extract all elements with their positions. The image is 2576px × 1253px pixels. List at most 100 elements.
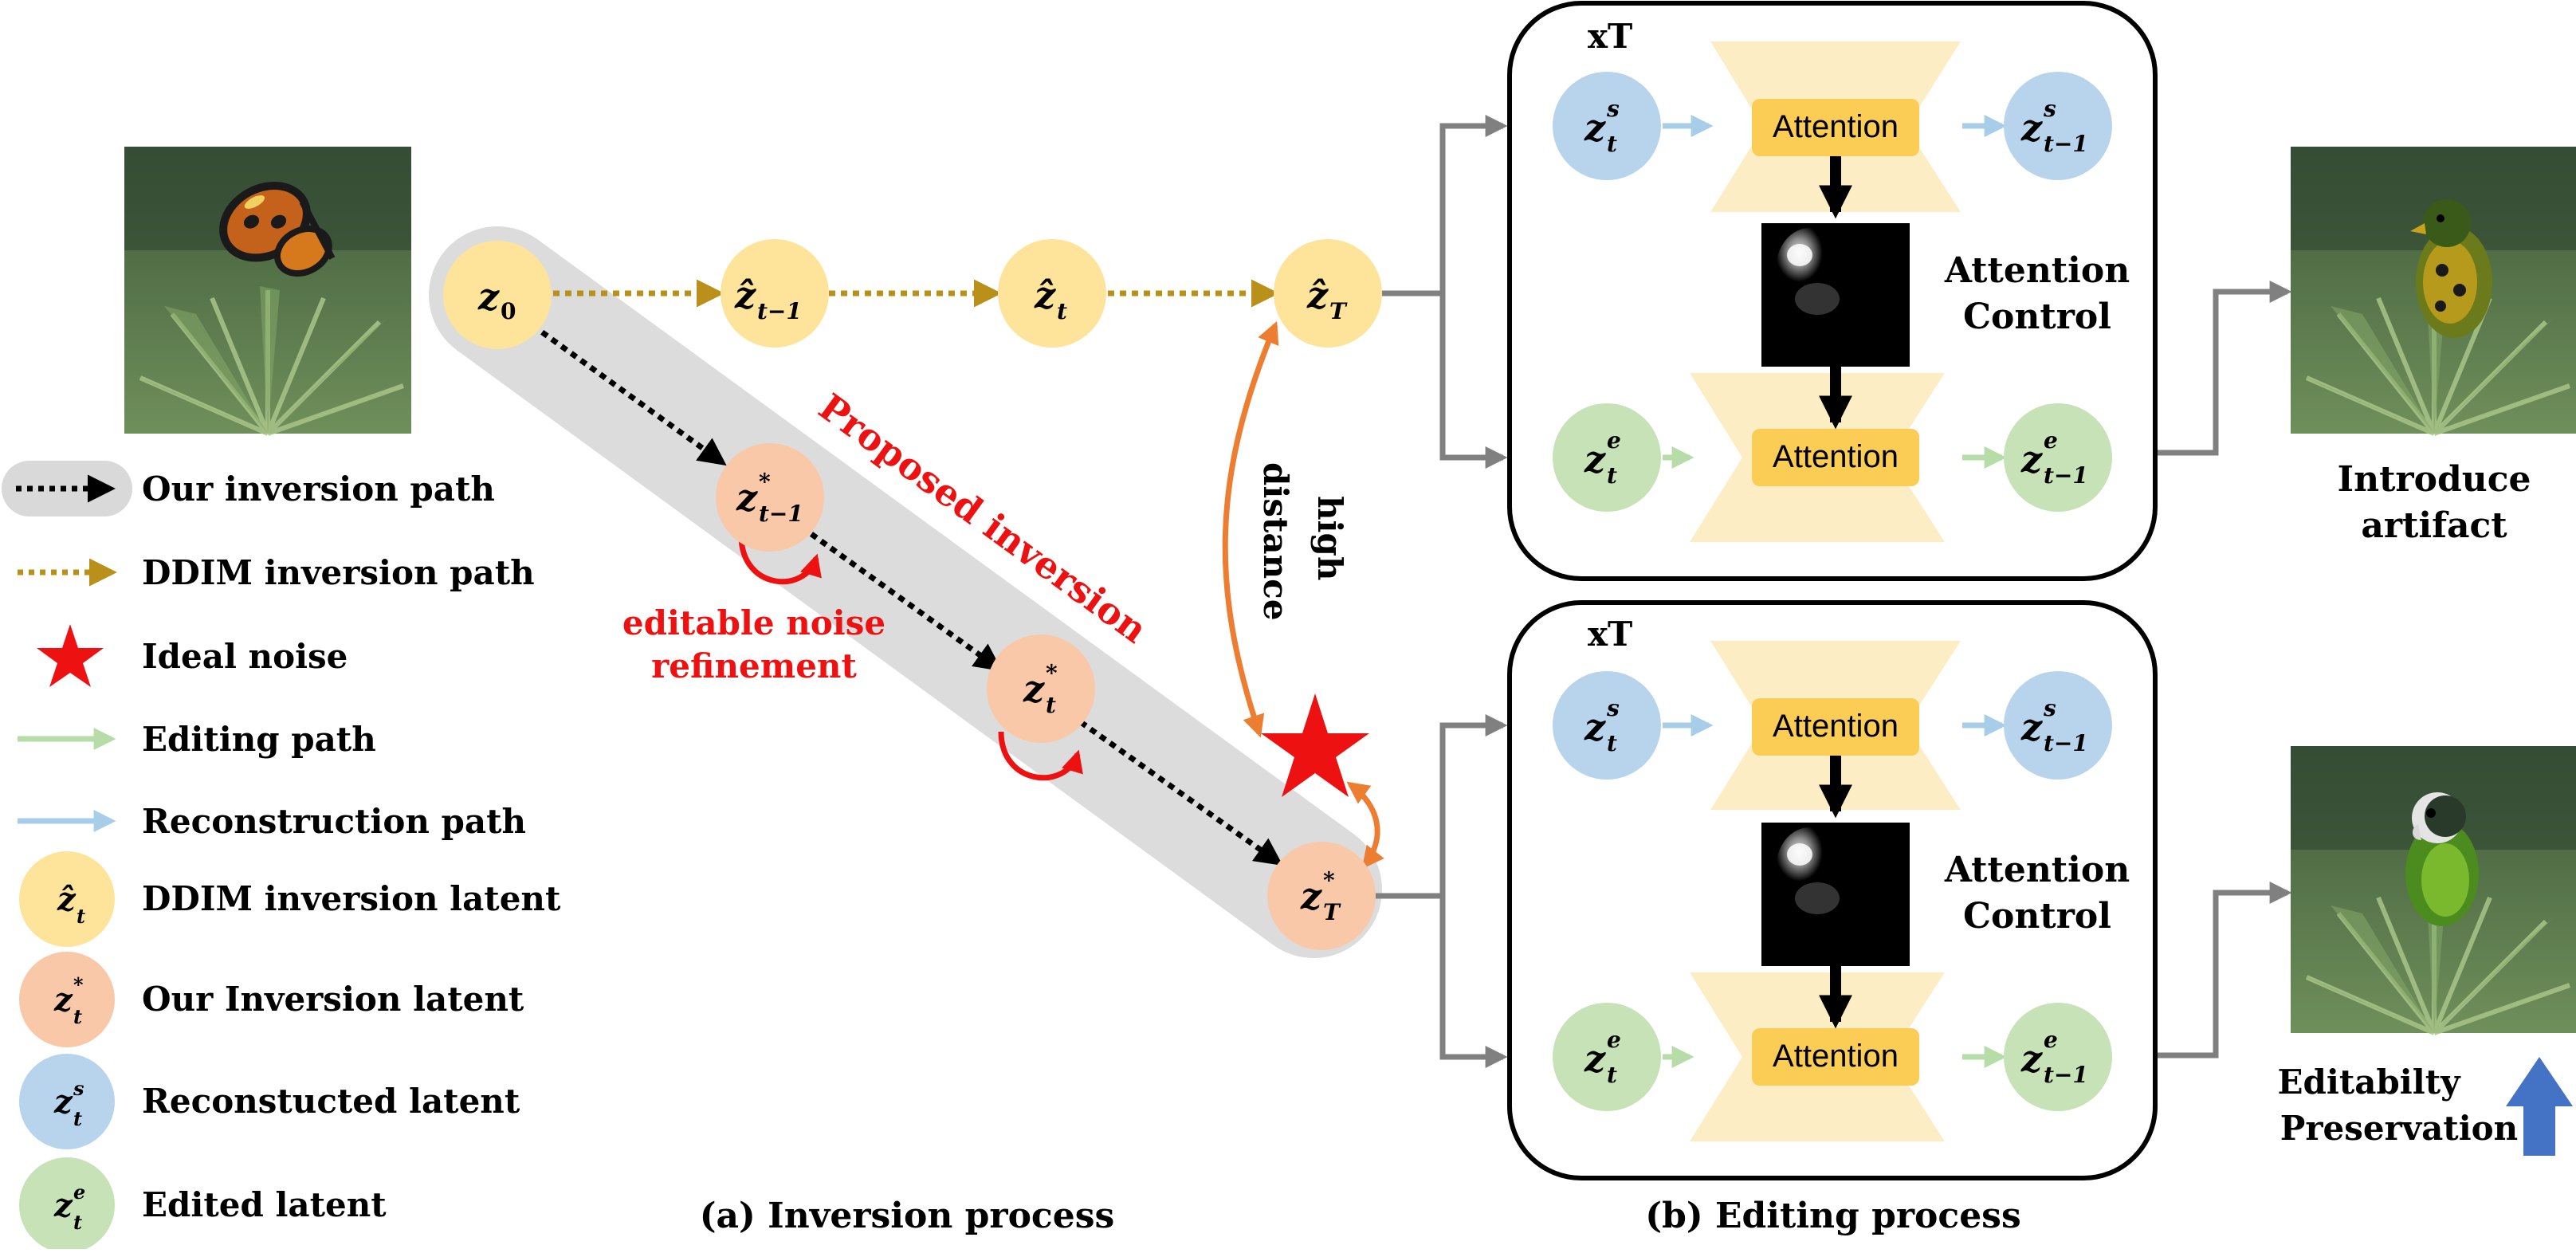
svg-text:s: s [1606, 695, 1620, 721]
high-distance-arc [1222, 320, 1279, 738]
node-zstar-t: z * t [987, 634, 1095, 743]
node-zs-t-minus-1-bottom: z s t−1 [2004, 671, 2112, 780]
svg-text:z: z [1584, 106, 1606, 149]
star-distance-arc [1346, 781, 1384, 870]
branch-top-editing [1439, 293, 1508, 469]
svg-text:z: z [477, 275, 500, 318]
attention-map-top [1761, 223, 1910, 367]
attention-box-top-recon [1752, 99, 1919, 156]
svg-text:T: T [1329, 298, 1348, 324]
svg-text:T: T [1323, 899, 1341, 925]
high-distance-label-line1: high [1310, 496, 1349, 580]
svg-text:t−1: t−1 [2044, 1062, 2088, 1088]
svg-text:s: s [73, 1077, 84, 1100]
svg-text:t: t [73, 1107, 82, 1130]
svg-text:z: z [53, 1083, 73, 1121]
editing-block-bottom: xT Attention Attention Attention Control… [1507, 600, 2158, 1236]
legend: Our inversion path DDIM inversion path I… [2, 461, 561, 1253]
svg-text:*: * [1046, 660, 1058, 686]
svg-text:e: e [1607, 1027, 1621, 1053]
output-artifact-image [2291, 147, 2576, 434]
legend-our-path-label: Our inversion path [142, 469, 495, 509]
legend-ddim-latent-node: ẑ t [19, 851, 115, 947]
svg-text:z: z [2020, 705, 2043, 748]
refinement-label-line2: refinement [651, 646, 857, 685]
svg-text:*: * [1323, 867, 1335, 894]
svg-text:t−1: t−1 [757, 298, 802, 324]
svg-text:t: t [1607, 462, 1617, 489]
svg-text:ẑ: ẑ [57, 881, 77, 918]
svg-text:t−1: t−1 [2044, 462, 2088, 489]
branch-top-reconstruction [1382, 115, 1508, 297]
svg-text:t: t [1057, 298, 1067, 324]
legend-editing-path-label: Editing path [142, 720, 376, 759]
branch-bottom-editing [1439, 896, 1508, 1068]
inversion-caption: (a) Inversion process [700, 1196, 1115, 1236]
svg-text:t−1: t−1 [759, 501, 803, 527]
editing-block-top: xT Attention Attention Attention Control… [1507, 1, 2158, 581]
svg-text:s: s [1606, 96, 1620, 122]
preservation-label-line2: Preservation [2280, 1109, 2518, 1148]
svg-text:z: z [1023, 667, 1045, 710]
legend-ideal-noise-label: Ideal noise [142, 637, 348, 676]
our-arrow-1 [530, 323, 727, 466]
svg-text:t: t [1607, 1062, 1617, 1088]
legend-edited-latent-label: Edited latent [142, 1185, 387, 1224]
legend-reconstructed-latent-label: Reconstucted latent [142, 1082, 520, 1121]
svg-text:z: z [2020, 1037, 2043, 1080]
inversion-process: z 0 ẑ t−1 ẑ t ẑ T z * t−1 z * t [429, 226, 1384, 1236]
attention-control-bottom-line1: Attention [1944, 850, 2130, 890]
node-ze-t-minus-1-bottom: z e t−1 [2004, 1003, 2112, 1111]
svg-text:t: t [73, 1211, 82, 1234]
output-bottom-connector [2155, 882, 2292, 1059]
input-butterfly-image [124, 147, 411, 434]
legend-ddim-latent-label: DDIM inversion latent [142, 879, 561, 918]
output-preserved-image [2291, 746, 2576, 1033]
svg-text:t−1: t−1 [2044, 730, 2088, 756]
attention-control-top-line1: Attention [1944, 250, 2130, 291]
node-zhat-T: ẑ T [1274, 239, 1382, 348]
branch-connectors [1376, 115, 2292, 1068]
legend-star-icon [37, 624, 104, 687]
branch-bottom-reconstruction [1376, 714, 1508, 899]
node-zs-t-top: z s t [1553, 72, 1661, 180]
node-z0: z 0 [443, 241, 552, 349]
legend-edited-latent-node: z e t [19, 1157, 115, 1253]
attention-box-bottom-recon-label: Attention [1773, 709, 1899, 744]
refine-loop-1 [738, 535, 822, 585]
svg-text:z: z [1584, 705, 1606, 748]
svg-text:z: z [2020, 438, 2043, 481]
svg-text:ẑ: ẑ [1306, 273, 1329, 316]
our-arrow-2 [809, 532, 1003, 672]
svg-text:t: t [1607, 131, 1617, 157]
attention-box-top-edit [1752, 429, 1919, 486]
svg-text:z: z [736, 476, 758, 519]
refine-loop-2 [998, 731, 1083, 781]
attention-box-bottom-recon [1752, 698, 1919, 756]
svg-text:z: z [1584, 1037, 1606, 1080]
legend-ddim-path-label: DDIM inversion path [142, 553, 535, 592]
svg-text:*: * [759, 469, 771, 495]
svg-text:z: z [1300, 874, 1322, 917]
node-zhat-t: ẑ t [998, 239, 1106, 348]
svg-text:s: s [2043, 695, 2056, 721]
node-zhat-t-minus-1: ẑ t−1 [721, 239, 829, 348]
proposed-inversion-band [429, 226, 1382, 958]
node-ze-t-minus-1-top: z e t−1 [2004, 403, 2112, 512]
our-arrow-3 [1078, 720, 1283, 866]
svg-text:t−1: t−1 [2044, 131, 2088, 157]
svg-text:z: z [53, 1187, 73, 1224]
ideal-noise-star-icon [1261, 693, 1369, 797]
svg-text:e: e [2044, 1027, 2058, 1053]
svg-text:*: * [73, 973, 84, 996]
node-zs-t-minus-1-top: z s t−1 [2004, 72, 2112, 180]
preservation-label-line1: Editabilty [2277, 1062, 2461, 1102]
editing-bottom-loop-label: xT [1588, 615, 1632, 654]
node-zstar-t-minus-1: z * t−1 [716, 443, 824, 552]
svg-text:e: e [73, 1180, 85, 1204]
svg-text:t: t [1607, 730, 1617, 756]
artifact-label-line1: Introduce [2338, 459, 2531, 500]
editing-caption: (b) Editing process [1645, 1196, 2020, 1236]
